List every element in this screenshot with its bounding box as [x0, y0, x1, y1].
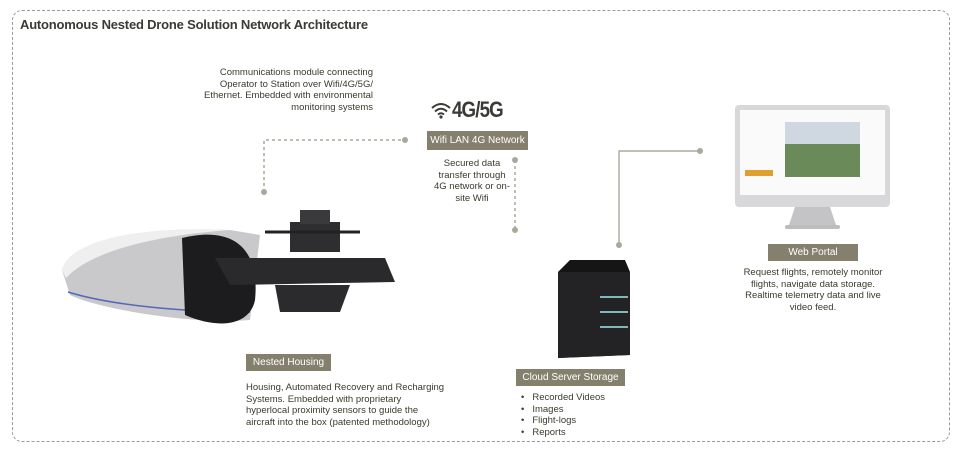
- diagram-title: Autonomous Nested Drone Solution Network…: [20, 17, 368, 32]
- network-badge-text: 4G/5G: [452, 97, 504, 122]
- network-label: Wifi LAN 4G Network: [427, 131, 528, 150]
- web-portal-description: Request flights, remotely monitor flight…: [743, 267, 883, 313]
- nested-housing-label: Nested Housing: [246, 354, 331, 371]
- cloud-storage-label: Cloud Server Storage: [516, 369, 625, 386]
- diagram-frame: [12, 10, 950, 442]
- storage-list: Recorded Videos Images Flight-logs Repor…: [521, 392, 621, 438]
- web-portal-monitor-image: [735, 105, 890, 229]
- storage-item: Reports: [521, 427, 621, 439]
- web-portal-label: Web Portal: [768, 244, 858, 261]
- storage-item: Flight-logs: [521, 415, 621, 427]
- storage-item: Recorded Videos: [521, 392, 621, 404]
- storage-item: Images: [521, 404, 621, 416]
- nested-housing-description: Housing, Automated Recovery and Rechargi…: [246, 382, 445, 428]
- comms-connector: [263, 139, 405, 192]
- network-badge: 4G/5G: [430, 97, 512, 123]
- cloud-server-image: [558, 260, 630, 358]
- server-connector: [618, 150, 700, 245]
- nested-housing-image: [62, 210, 395, 324]
- network-description: Secured data transfer through 4G network…: [433, 158, 511, 204]
- comms-description: Communications module connecting Operato…: [204, 67, 373, 113]
- wifi-icon: [431, 103, 451, 119]
